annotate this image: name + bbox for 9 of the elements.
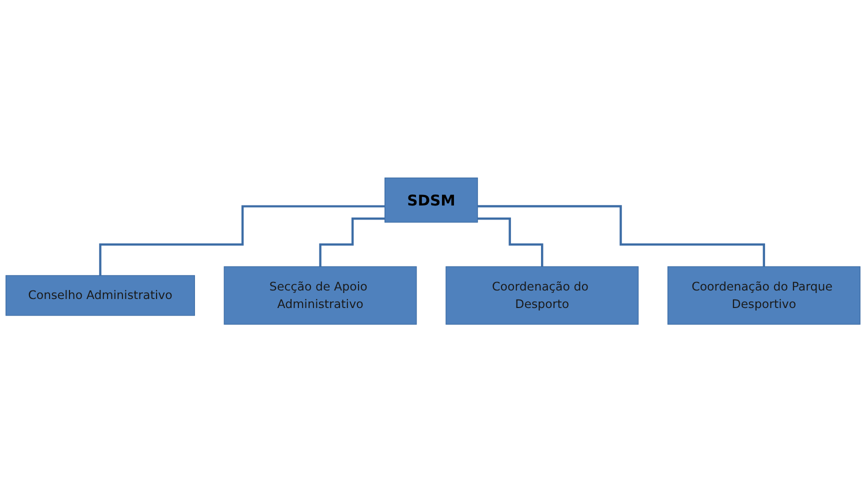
connector: [99, 206, 385, 277]
connector: [319, 218, 385, 268]
node-box: Secção de Apoio Administrativo: [224, 266, 417, 326]
connector: [478, 218, 544, 268]
node-box: Conselho Administrativo: [6, 276, 195, 316]
connector: [478, 206, 766, 268]
node-box: SDSM: [384, 178, 478, 224]
node-box: Coordenação do Parque Desportivo: [667, 266, 860, 326]
node-box: Coordenação do Desporto: [446, 266, 639, 326]
